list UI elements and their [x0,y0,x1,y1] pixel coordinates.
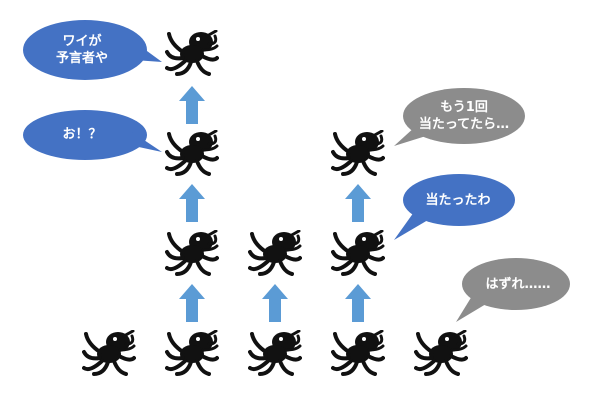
octopus-icon [248,229,302,276]
octopus-icon [165,229,219,276]
octopus-icon [248,329,302,376]
arrow-up-icon [345,284,371,322]
arrow-up-icon [179,284,205,322]
octopus-icon [331,229,385,276]
arrow-up-icon [262,284,288,322]
octopus-icon [331,329,385,376]
bubble-hope-line1: もう1回 [440,100,488,115]
octopus-icon [165,29,219,76]
bubble-prophet-line1: ワイが [62,34,102,49]
bubble-miss-text: はずれ…… [485,276,551,292]
bubble-hope [394,88,525,146]
bubble-prophet-text: ワイが 予言者や [26,22,138,78]
bubble-prophet [23,20,162,80]
arrow-up-icon [179,184,205,222]
octopus-icon [414,329,468,376]
bubble-hope-line2: 当たってたら… [418,117,510,132]
arrow-up-icon [179,86,205,124]
bubble-hit [394,174,515,240]
arrow-up-icon [345,184,371,222]
bubble-miss [456,258,570,322]
octopus-icon [331,129,385,176]
bubble-hope-text: もう1回 当たってたら… [408,88,520,144]
bubble-prophet-line2: 予言者や [55,51,108,66]
bubble-surprise-text: お！？ [62,126,102,142]
octopus-icon [82,329,136,376]
bubble-hit-text: 当たったわ [425,192,491,208]
octopus-icon [165,129,219,176]
octopus-icon [165,329,219,376]
bubble-surprise [23,110,162,160]
